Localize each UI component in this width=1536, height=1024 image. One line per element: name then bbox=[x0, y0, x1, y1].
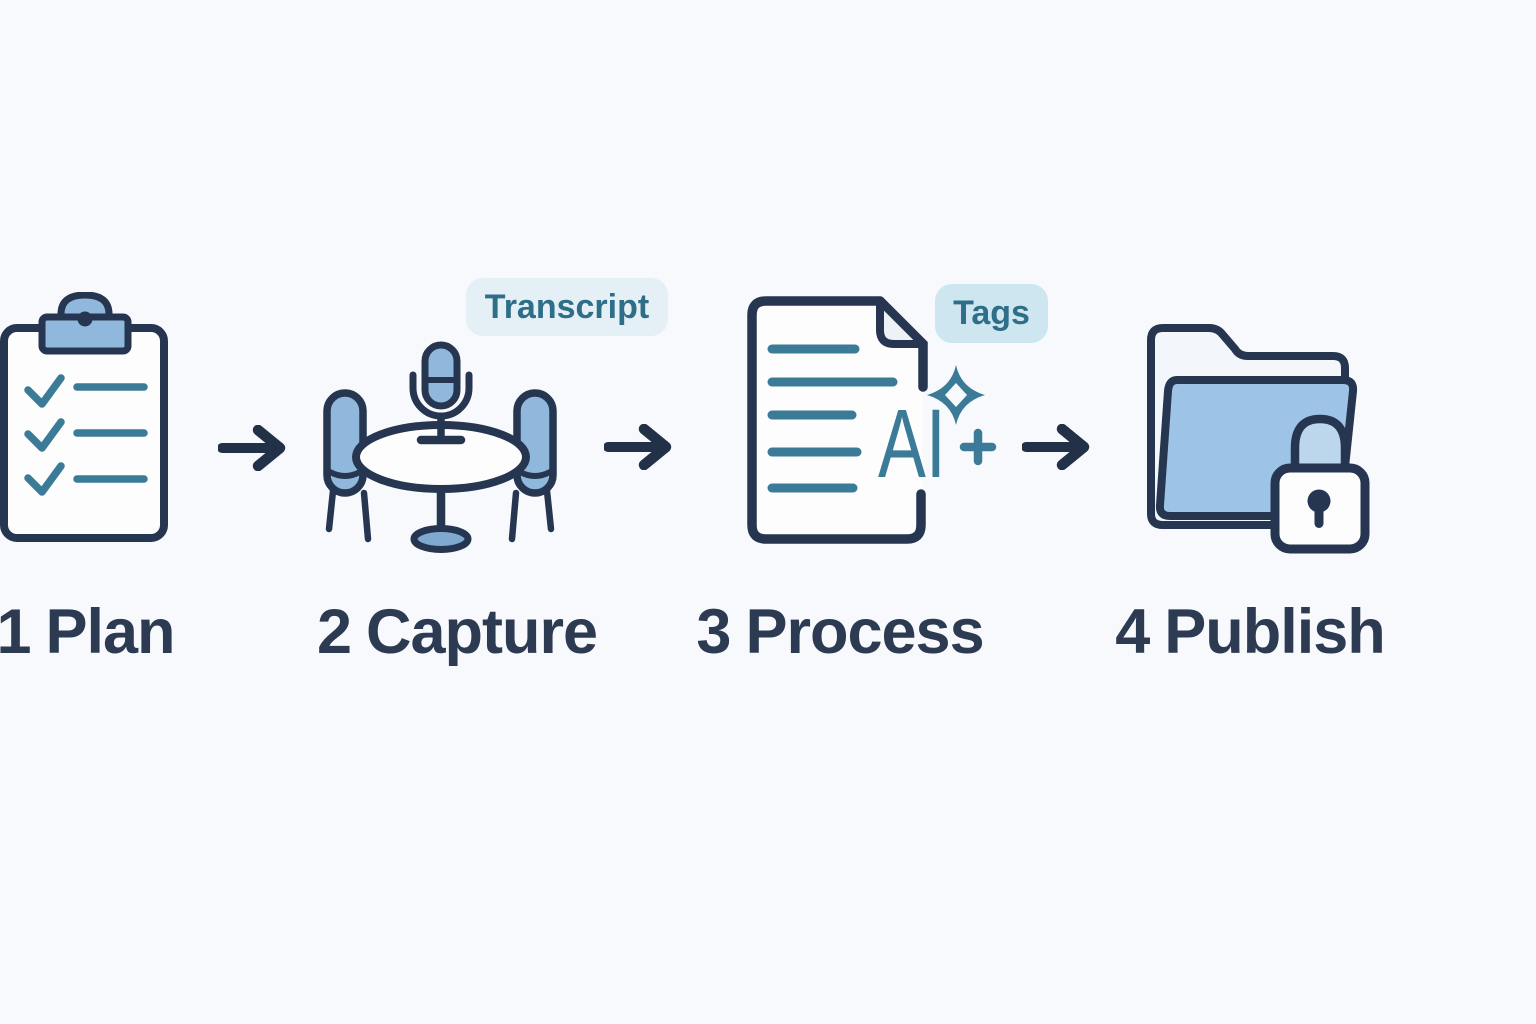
step-number: 4 bbox=[1115, 597, 1150, 667]
sparkle-icon bbox=[927, 365, 985, 425]
step-title: Process bbox=[745, 597, 984, 667]
table-microphone-icon bbox=[323, 341, 557, 553]
tags-badge-label: Tags bbox=[953, 294, 1030, 332]
arrow-right-icon bbox=[218, 425, 286, 471]
tags-badge: Tags bbox=[935, 284, 1048, 343]
folder-lock-icon bbox=[1147, 324, 1370, 554]
transcript-badge: Transcript bbox=[466, 278, 668, 336]
step-number: 2 bbox=[316, 597, 352, 667]
step-title: Capture bbox=[366, 597, 598, 667]
plus-icon bbox=[959, 428, 997, 466]
step-title: Publish bbox=[1164, 597, 1386, 667]
arrow-right-icon bbox=[604, 424, 672, 470]
step-title: Plan bbox=[45, 597, 176, 667]
keyhole bbox=[1307, 489, 1331, 528]
clipboard-checklist-icon bbox=[0, 292, 168, 542]
ai-label: AI bbox=[878, 391, 946, 499]
step-number: 1 bbox=[0, 597, 32, 667]
arrow-right-icon bbox=[1022, 424, 1090, 470]
document-ai-icon: AI bbox=[747, 296, 997, 544]
step-number: 3 bbox=[696, 597, 731, 667]
transcript-badge-label: Transcript bbox=[484, 287, 650, 326]
